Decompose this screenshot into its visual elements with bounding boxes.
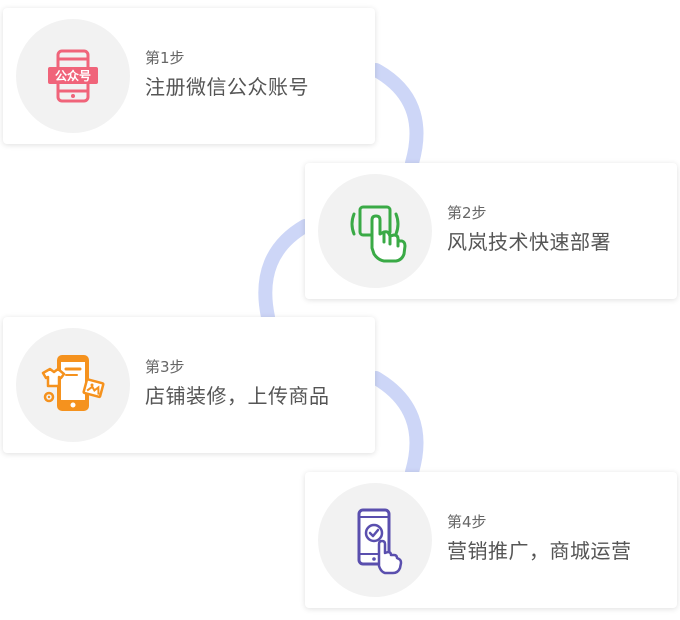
step-number-label: 第1步 [145, 49, 185, 67]
step-card-4: 第4步 营销推广，商城运营 [305, 472, 677, 608]
step-icon-circle [318, 174, 432, 288]
step-text: 第4步 营销推广，商城运营 [447, 512, 632, 565]
step-card-2: 第2步 风岚技术快速部署 [305, 163, 677, 299]
step-number-label: 第3步 [145, 358, 185, 376]
shop-phone-icon [41, 355, 105, 411]
step-text: 第3步 店铺装修，上传商品 [145, 357, 330, 410]
step-number-label: 第2步 [447, 204, 487, 222]
step-card-3: 第3步 店铺装修，上传商品 [3, 317, 375, 453]
step-icon-circle [318, 483, 432, 597]
step-text: 第2步 风岚技术快速部署 [447, 203, 611, 256]
icon-badge-text: 公众号 [55, 68, 91, 83]
step-number-label: 第4步 [447, 513, 487, 531]
step-text: 第1步 注册微信公众账号 [145, 48, 309, 101]
tap-phone-icon [357, 508, 403, 575]
wechat-official-account-icon: 公众号 [48, 49, 98, 103]
step-icon-circle: 公众号 [16, 19, 130, 133]
swipe-hand-icon [350, 205, 407, 263]
step-description: 店铺装修，上传商品 [145, 384, 330, 408]
connector-arc-1-2 [369, 63, 424, 170]
step-description: 风岚技术快速部署 [447, 230, 611, 254]
step-card-1: 公众号 第1步 注册微信公众账号 [3, 8, 375, 144]
connector-arc-3-4 [369, 371, 424, 479]
step-description: 营销推广，商城运营 [447, 539, 632, 563]
step-icon-circle [16, 328, 130, 442]
connector-arc-2-3 [258, 219, 312, 324]
step-description: 注册微信公众账号 [145, 75, 309, 99]
